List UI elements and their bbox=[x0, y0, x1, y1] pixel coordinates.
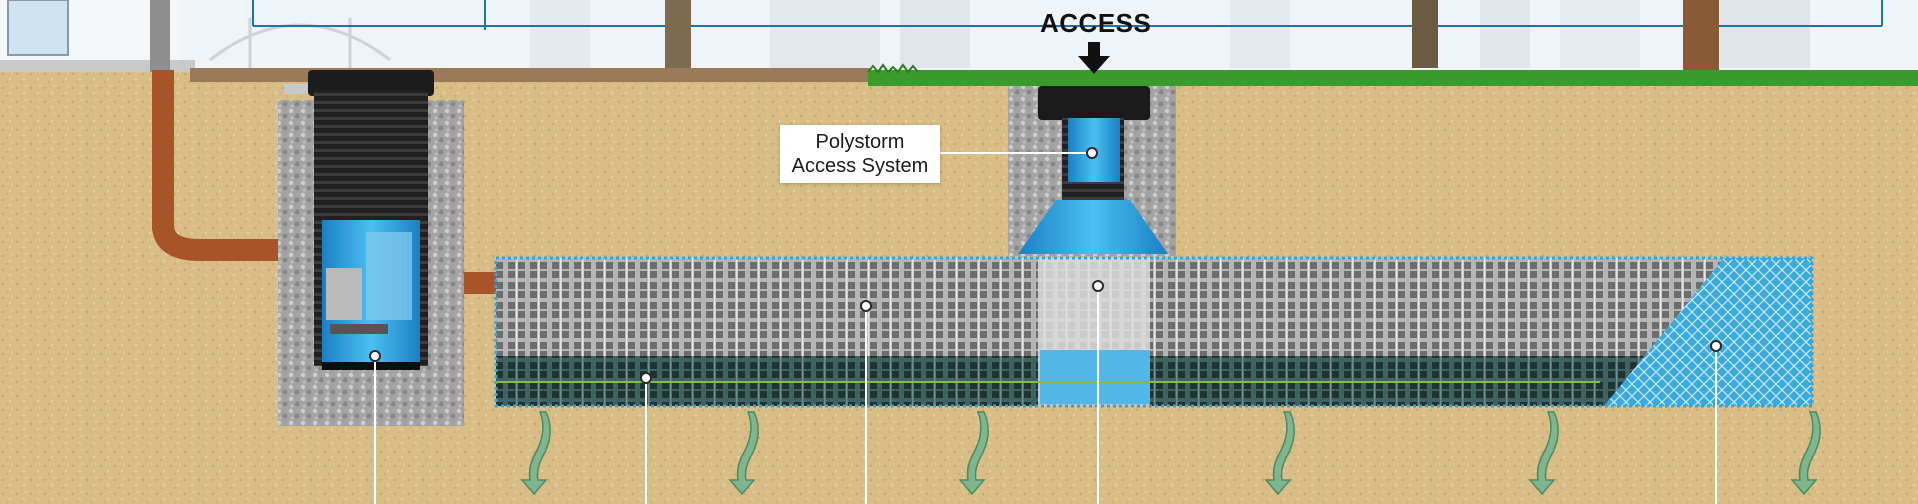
palm-trunks bbox=[665, 0, 1719, 72]
down-arrow-icon bbox=[1078, 42, 1110, 74]
access-shaft bbox=[1018, 86, 1168, 254]
callout-leaders bbox=[374, 152, 1717, 504]
callout-marker-icon bbox=[369, 147, 1722, 384]
paving-strip bbox=[190, 68, 870, 82]
crate-tank bbox=[494, 256, 1814, 408]
catchpit-chamber bbox=[284, 70, 434, 370]
grass-strip bbox=[867, 63, 1918, 86]
access-label: ACCESS bbox=[1040, 8, 1152, 38]
background-skyline bbox=[0, 0, 1918, 72]
polystorm-access-callout: Polystorm Access System bbox=[780, 125, 940, 183]
callout-line-1: Polystorm bbox=[815, 131, 905, 153]
callout-line-2: Access System bbox=[791, 155, 929, 177]
infiltration-arrow-icon bbox=[520, 411, 1821, 496]
